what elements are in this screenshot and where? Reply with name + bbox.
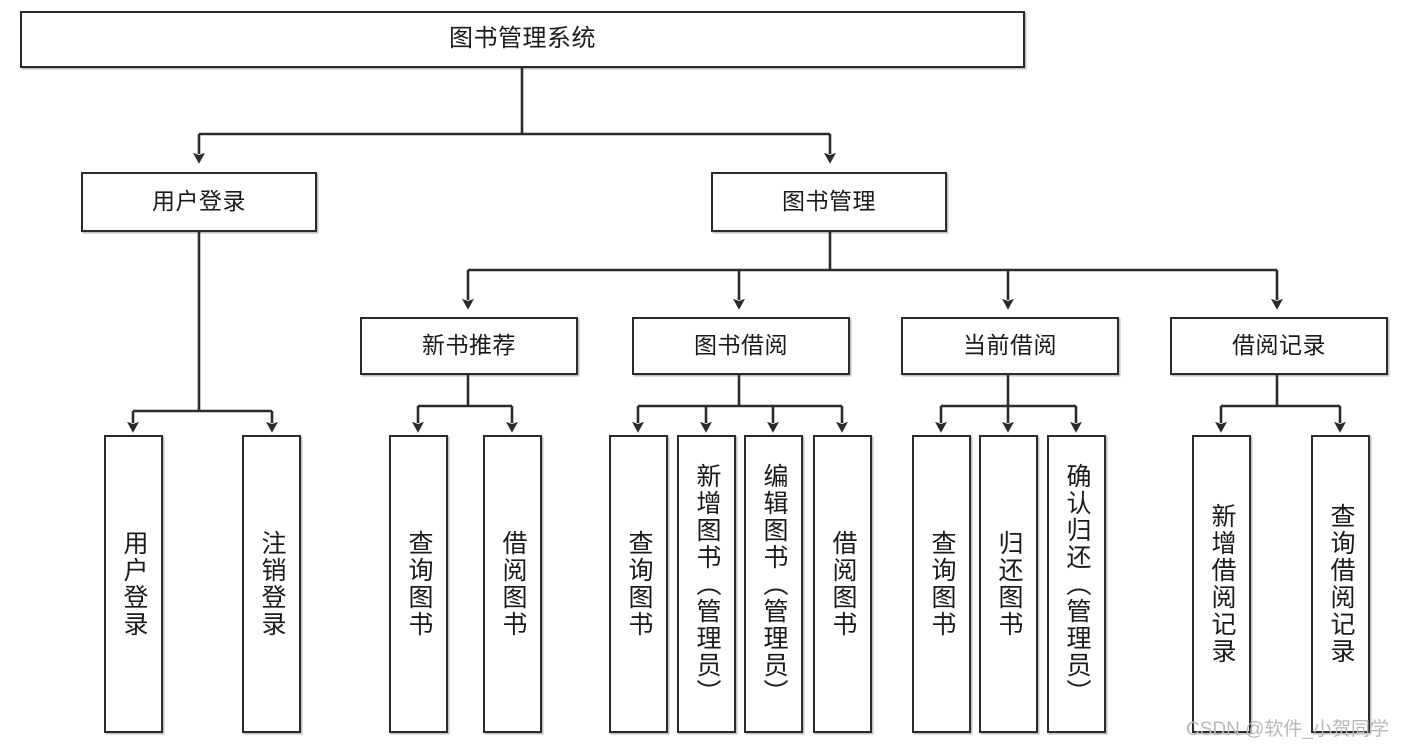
node-label: 查询图书 — [928, 530, 956, 638]
node-label: 用户登录 — [152, 188, 246, 215]
leaf-borrow-record-query[interactable]: 查询借阅记录 — [1311, 435, 1370, 733]
node-label: 查询借阅记录 — [1327, 503, 1355, 665]
node-label: 图书管理 — [782, 188, 876, 215]
leaf-user-login-logout[interactable]: 注销登录 — [242, 435, 301, 733]
node-label: 新书推荐 — [422, 332, 516, 359]
node-current-borrow[interactable]: 当前借阅 — [901, 317, 1119, 375]
leaf-book-borrow-add[interactable]: 新增图书（管理员） — [677, 435, 736, 733]
node-label: 图书借阅 — [694, 332, 788, 359]
leaf-borrow-record-add[interactable]: 新增借阅记录 — [1192, 435, 1251, 733]
node-label: 查询图书 — [405, 530, 433, 638]
node-label: 新增图书（管理员） — [693, 462, 721, 706]
node-new-book-recommend[interactable]: 新书推荐 — [360, 317, 578, 375]
node-book-borrow[interactable]: 图书借阅 — [632, 317, 850, 375]
node-label: 查询图书 — [625, 530, 653, 638]
leaf-new-book-borrow[interactable]: 借阅图书 — [483, 435, 542, 733]
node-label: 借阅记录 — [1232, 332, 1326, 359]
leaf-current-borrow-query[interactable]: 查询图书 — [912, 435, 971, 733]
node-label: 用户登录 — [120, 530, 148, 638]
node-label: 归还图书 — [995, 530, 1023, 638]
leaf-current-borrow-return[interactable]: 归还图书 — [979, 435, 1038, 733]
node-label: 借阅图书 — [499, 530, 527, 638]
leaf-user-login-login[interactable]: 用户登录 — [104, 435, 163, 733]
leaf-book-borrow-edit[interactable]: 编辑图书（管理员） — [744, 435, 803, 733]
node-user-login[interactable]: 用户登录 — [81, 172, 317, 232]
leaf-book-borrow-borrow[interactable]: 借阅图书 — [813, 435, 872, 733]
node-label: 编辑图书（管理员） — [760, 462, 788, 706]
leaf-book-borrow-query[interactable]: 查询图书 — [609, 435, 668, 733]
node-root-system[interactable]: 图书管理系统 — [20, 11, 1025, 68]
node-label: 图书管理系统 — [449, 25, 596, 53]
node-label: 新增借阅记录 — [1208, 503, 1236, 665]
node-label: 当前借阅 — [963, 332, 1057, 359]
node-label: 借阅图书 — [829, 530, 857, 638]
node-label: 注销登录 — [258, 530, 286, 638]
node-borrow-record[interactable]: 借阅记录 — [1170, 317, 1388, 375]
leaf-new-book-query[interactable]: 查询图书 — [389, 435, 448, 733]
leaf-current-borrow-confirm[interactable]: 确认归还（管理员） — [1047, 435, 1106, 733]
node-label: 确认归还（管理员） — [1063, 462, 1091, 706]
csdn-watermark: CSDN @软件_小贺同学 — [1186, 719, 1389, 740]
node-book-management[interactable]: 图书管理 — [711, 172, 947, 232]
